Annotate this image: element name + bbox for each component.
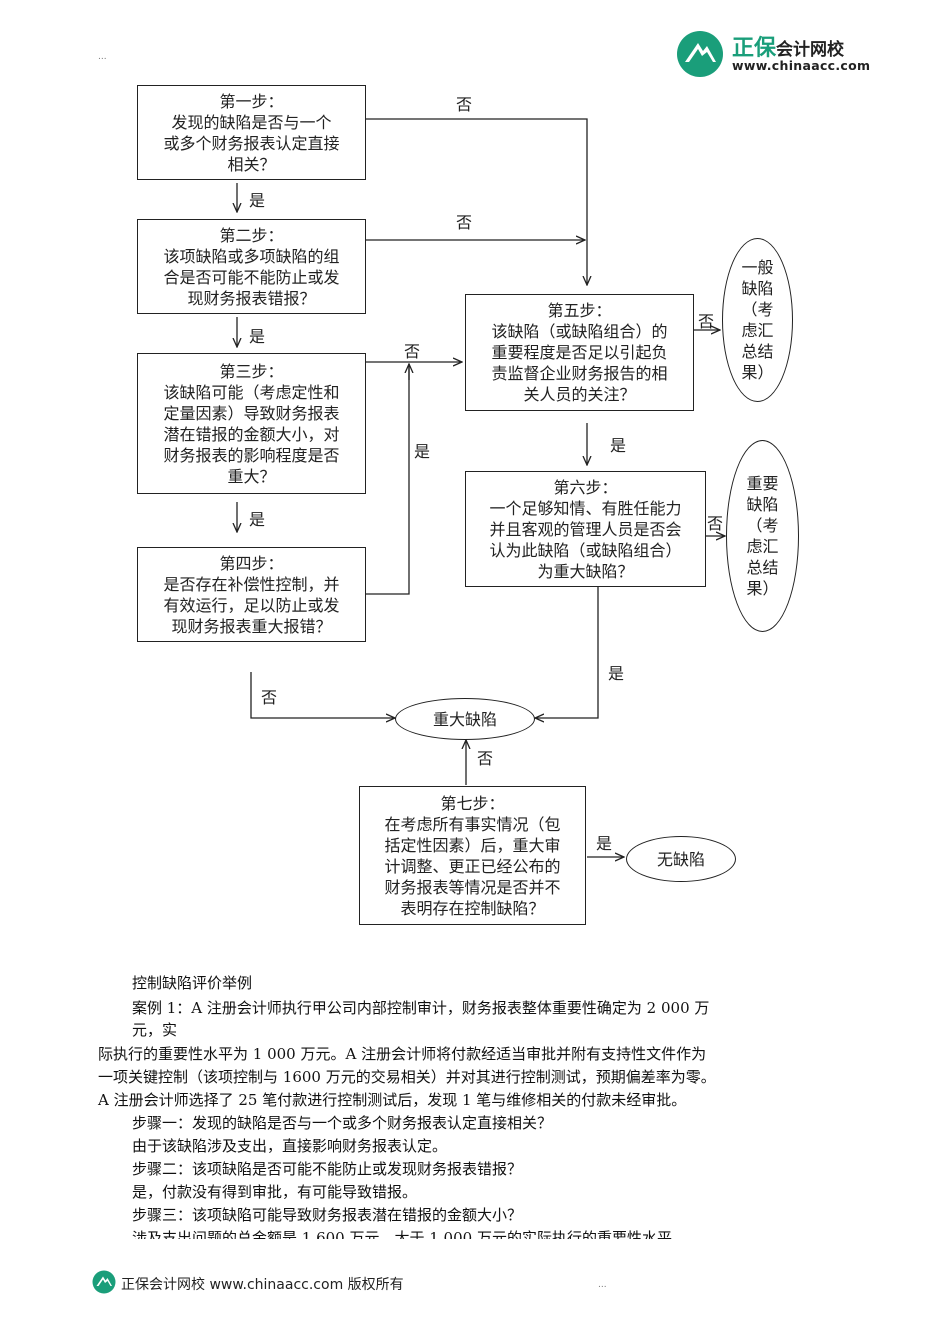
step2-box: 第二步： 该项缺陷或多项缺陷的组 合是否可能不能防止或发 现财务报表错报？ <box>137 219 366 314</box>
label-s3-yes: 是 <box>249 510 266 529</box>
label-s3-no: 否 <box>404 342 421 361</box>
cut-line-clip: 涉及支出问题的总金额是 1 600 万元，大于 1 000 万元的实际执行的重要… <box>0 1227 950 1239</box>
step5-box: 第五步： 该缺陷（或缺陷组合）的 重要程度是否足以引起负 责监督企业财务报告的相… <box>465 294 694 411</box>
general-deficiency: 一般 缺陷 （考 虑汇 总结 果） <box>722 238 793 402</box>
label-s6-yes: 是 <box>608 664 625 683</box>
label-s5-no: 否 <box>698 312 715 331</box>
connector-s4-yes <box>366 364 410 595</box>
text-line: 元，实 <box>132 1021 178 1039</box>
logo-emblem-icon <box>677 31 723 77</box>
flow-connectors <box>0 118 950 960</box>
page-mark: ... <box>598 1280 607 1290</box>
text-line: 步骤三：该项缺陷可能导致财务报表潜在错报的金额大小？ <box>132 1206 523 1224</box>
label-s1-yes: 是 <box>249 191 266 210</box>
text-line: 是，付款没有得到审批，有可能导致错报。 <box>132 1183 418 1201</box>
text-line: 际执行的重要性水平为 1 000 万元。A 注册会计师将付款经适当审批并附有支持… <box>98 1045 707 1063</box>
label-s2-no: 否 <box>456 213 473 232</box>
text-line: 步骤二：该项缺陷是否可能不能防止或发现财务报表错报？ <box>132 1160 523 1178</box>
logo-school: 会计网校 <box>776 40 845 60</box>
footer-text: 正保会计网校 www.chinaacc.com 版权所有 <box>121 1277 404 1293</box>
label-s7-yes: 是 <box>596 834 613 853</box>
step3-box: 第三步： 该缺陷可能（考虑定性和 定量因素）导致财务报表 潜在错报的金额大小，对… <box>137 353 366 494</box>
step7-box: 第七步： 在考虑所有事实情况（包 括定性因素）后，重大审 计调整、更正已经公布的… <box>359 786 586 925</box>
label-s4-no: 否 <box>261 688 278 707</box>
step4-box: 第四步： 是否存在补偿性控制，并 有效运行，足以防止或发 现财务报表重大报错？ <box>137 547 366 642</box>
corner-text: ... <box>98 52 107 62</box>
connector-s1-no <box>366 118 587 285</box>
material-weakness: 重大缺陷 <box>395 698 535 740</box>
text-line: 涉及支出问题的总金额是 1 600 万元，大于 1 000 万元的实际执行的重要… <box>132 1229 672 1239</box>
label-s4-yes: 是 <box>414 442 431 461</box>
logo-url: www.chinaacc.com <box>732 58 871 73</box>
no-deficiency: 无缺陷 <box>626 836 736 882</box>
text-line: 一项关键控制（该项控制与 1600 万元的交易相关）并对其进行控制测试，预期偏差… <box>98 1068 716 1086</box>
text-line: A 注册会计师选择了 25 笔付款进行控制测试后，发现 1 笔与维修相关的付款未… <box>98 1091 687 1109</box>
label-s6-no: 否 <box>707 514 724 533</box>
header-logo: 正保会计网校 www.chinaacc.com <box>676 28 876 78</box>
footer-logo-icon <box>92 1270 116 1294</box>
step6-box: 第六步： 一个足够知情、有胜任能力 并且客观的管理人员是否会 认为此缺陷（或缺陷… <box>465 471 706 587</box>
label-s2-yes: 是 <box>249 327 266 346</box>
text-line: 案例 1：A 注册会计师执行甲公司内部控制审计，财务报表整体重要性确定为 2 0… <box>132 999 710 1017</box>
label-s5-yes: 是 <box>610 436 627 455</box>
label-s1-no: 否 <box>456 95 473 114</box>
logo-brand: 正保 <box>732 36 777 61</box>
step1-box: 第一步： 发现的缺陷是否与一个 或多个财务报表认定直接 相关？ <box>137 85 366 180</box>
text-line: 由于该缺陷涉及支出，直接影响财务报表认定。 <box>132 1137 448 1155</box>
text-line: 步骤一：发现的缺陷是否与一个或多个财务报表认定直接相关？ <box>132 1114 553 1132</box>
connector-s4-no <box>250 672 395 718</box>
important-deficiency: 重要 缺陷 （考 虑汇 总结 果） <box>726 440 799 632</box>
connector-s6-yes <box>535 587 599 718</box>
label-s7-no: 否 <box>477 749 494 768</box>
section-title: 控制缺陷评价举例 <box>132 974 253 992</box>
